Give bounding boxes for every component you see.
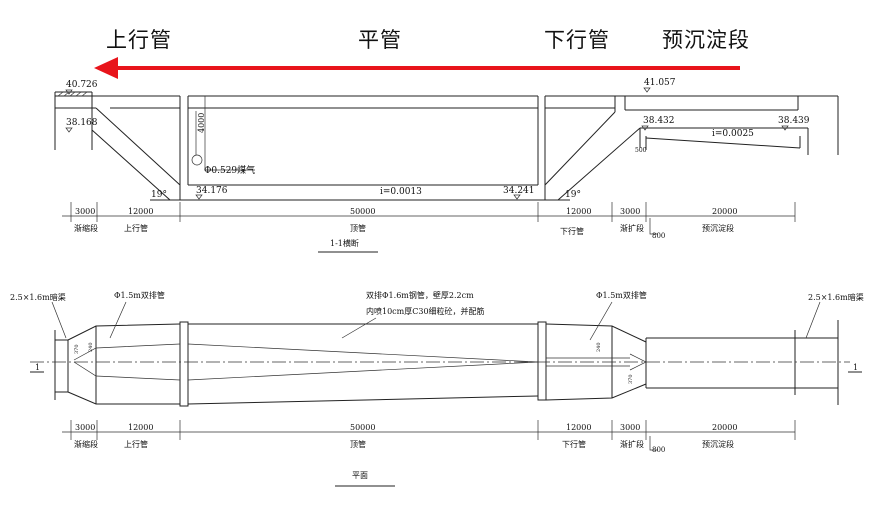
plan-caption: 平面 [352, 471, 368, 480]
plan-seg-transition-left: 渐缩段 [74, 439, 98, 449]
elev-left-top: 40.726 [66, 80, 98, 90]
gas-pipe-label: Φ0.529煤气 [204, 164, 255, 176]
flow-arrow [94, 57, 740, 79]
plan-seg-top: 顶管 [350, 439, 366, 449]
slope-bottom: i=0.0013 [380, 187, 422, 197]
elev-right-b: 38.439 [778, 116, 810, 126]
note-line-2: 内喷10cm厚C30细粒砼，并配筋 [366, 306, 485, 316]
section-mark-left: 1 [35, 363, 40, 372]
label-flat-pipe: 平管 [358, 28, 402, 52]
slope-right: i=0.0025 [712, 129, 754, 139]
double-pipe-left-label: Φ1.5m双排管 [114, 290, 165, 300]
dim-800-a: 800 [652, 232, 665, 240]
plan-seg-transition-right: 渐扩段 [620, 439, 644, 449]
section-caption: 1-1横断 [330, 238, 359, 248]
culvert-right-label: 2.5×1.6m暗渠 [808, 292, 864, 302]
plan-dim-3000-a: 3000 [75, 423, 95, 432]
plan-dim-12000-a: 12000 [128, 423, 153, 432]
dim-12000-b: 12000 [566, 207, 591, 216]
plan-dim-12000-b: 12000 [566, 423, 591, 432]
plan-dim-50000: 50000 [350, 423, 375, 432]
seg-down: 下行管 [560, 226, 584, 236]
dim-50000: 50000 [350, 207, 375, 216]
plan-seg-settle: 预沉淀段 [702, 439, 734, 449]
seg-up: 上行管 [124, 223, 148, 233]
dim-12000-a: 12000 [128, 207, 153, 216]
seg-transition-left: 渐缩段 [74, 223, 98, 233]
label-up-pipe: 上行管 [106, 28, 172, 52]
elev-right-top: 41.057 [644, 78, 676, 88]
dim-20000: 20000 [712, 207, 737, 216]
dim-800-b: 800 [652, 446, 665, 454]
elev-left-mid: 38.168 [66, 118, 98, 128]
elev-bottom-left: 34.176 [196, 186, 228, 196]
double-pipe-right-label: Φ1.5m双排管 [596, 290, 647, 300]
plan-dim-3000-b: 3000 [620, 423, 640, 432]
angle-right: 19° [565, 190, 581, 200]
v240-left: 240 [88, 342, 94, 352]
plan-dim-20000: 20000 [712, 423, 737, 432]
seg-settle: 预沉淀段 [702, 223, 734, 233]
seg-top: 顶管 [350, 223, 366, 233]
dim-3000-a: 3000 [75, 207, 95, 216]
label-down-pipe: 下行管 [544, 28, 610, 52]
plan-view: 1 1 370 240 240 370 2.5×1.6m暗渠 Φ1.5m双排管 … [10, 290, 864, 487]
v370-right: 370 [628, 374, 634, 384]
v370-left: 370 [74, 344, 80, 354]
elev-right-a: 38.432 [643, 116, 675, 126]
note-line-1: 双排Φ1.6m钢管，壁厚2.2cm [366, 290, 474, 300]
v240-right: 240 [596, 342, 602, 352]
seg-transition-right: 渐扩段 [620, 223, 644, 233]
elev-bottom-right: 34.241 [503, 186, 535, 196]
culvert-left-label: 2.5×1.6m暗渠 [10, 292, 66, 302]
angle-left: 19° [151, 190, 167, 200]
section-mark-right: 1 [853, 363, 858, 372]
cross-section: 40.726 38.168 41.057 38.432 38.439 i=0.0… [54, 78, 839, 253]
dim-3000-b: 3000 [620, 207, 640, 216]
label-presettle: 预沉淀段 [662, 28, 750, 52]
plan-seg-up: 上行管 [124, 439, 148, 449]
depth-4000: 4000 [197, 113, 206, 133]
plan-seg-down: 下行管 [562, 439, 586, 449]
dim-500: 500 [635, 147, 647, 154]
